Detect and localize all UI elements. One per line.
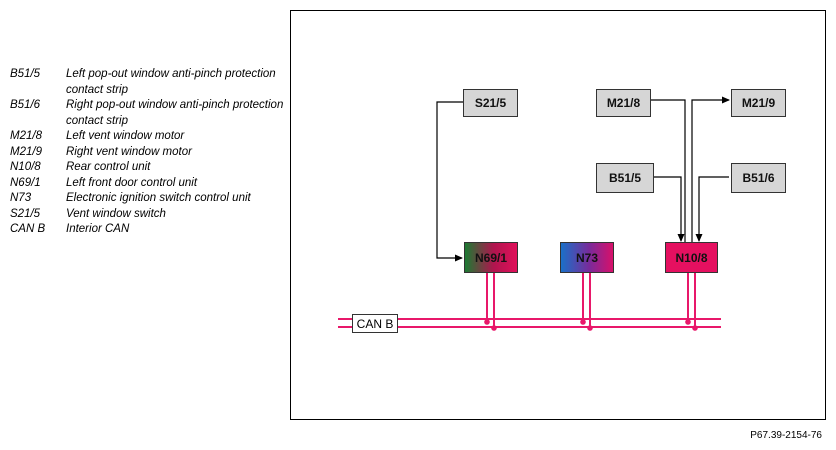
signal-wires <box>436 96 730 262</box>
junction-dot <box>587 325 593 331</box>
legend-code: B51/6 <box>10 99 41 111</box>
legend-row-n73: N73 Electronic ignition switch control u… <box>10 191 285 207</box>
legend-desc: Left pop-out window anti-pinch protectio… <box>66 68 276 96</box>
wire-s21-5-to-n69-1 <box>436 101 463 262</box>
bus-junctions <box>484 319 698 331</box>
wire-n10-8-to-m21-9 <box>691 96 730 242</box>
bus-drops <box>486 273 696 327</box>
legend-code: N73 <box>10 192 32 204</box>
legend: B51/5 Left pop-out window anti-pinch pro… <box>10 67 285 238</box>
legend-row-b51-6: B51/6 Right pop-out window anti-pinch pr… <box>10 98 285 129</box>
junction-dot <box>491 325 497 331</box>
legend-desc: Electronic ignition switch control unit <box>66 192 251 204</box>
n69-1-box: N69/1 <box>464 242 518 273</box>
legend-row-can-b: CAN B Interior CAN <box>10 222 285 238</box>
legend-row-b51-5: B51/5 Left pop-out window anti-pinch pro… <box>10 67 285 98</box>
junction-dot <box>685 319 691 325</box>
legend-code: CAN B <box>10 223 46 235</box>
n10-8-box: N10/8 <box>665 242 718 273</box>
junction-dot <box>484 319 490 325</box>
wire-b51-6-to-n10-8 <box>695 176 729 242</box>
m21-8-box: M21/8 <box>596 89 651 117</box>
m21-9-box: M21/9 <box>731 89 786 117</box>
legend-code: N10/8 <box>10 161 41 173</box>
can-bus <box>338 318 721 328</box>
legend-desc: Left vent window motor <box>66 130 185 142</box>
n73-box: N73 <box>560 242 614 273</box>
diagram-frame: S21/5 M21/8 M21/9 B51/5 B51/6 N69/1 N73 … <box>290 10 826 420</box>
legend-row-m21-8: M21/8 Left vent window motor <box>10 129 285 145</box>
junction-dot <box>692 325 698 331</box>
wire-b51-5-to-n10-8 <box>654 176 685 242</box>
junction-dot <box>580 319 586 325</box>
legend-row-s21-5: S21/5 Vent window switch <box>10 207 285 223</box>
legend-code: N69/1 <box>10 176 41 189</box>
s21-5-box: S21/5 <box>463 89 518 117</box>
legend-desc: Right vent window motor <box>66 145 192 158</box>
wire-n10-8-to-m21-8 <box>643 96 686 242</box>
legend-row-n10-8: N10/8 Rear control unit <box>10 160 285 176</box>
can-b-label: CAN B <box>352 314 398 333</box>
wiring-diagram <box>338 96 730 331</box>
legend-desc: Left front door control unit <box>66 176 198 189</box>
legend-desc: Vent window switch <box>66 207 166 220</box>
legend-row-n69-1: N69/1 Left front door control unit <box>10 176 285 192</box>
b51-6-box: B51/6 <box>731 163 786 193</box>
legend-code: S21/5 <box>10 207 41 220</box>
legend-desc: Interior CAN <box>66 223 130 235</box>
legend-code: M21/9 <box>10 145 42 158</box>
legend-desc: Right pop-out window anti-pinch protecti… <box>66 99 284 127</box>
legend-code: B51/5 <box>10 68 41 80</box>
legend-desc: Rear control unit <box>66 161 151 173</box>
legend-code: M21/8 <box>10 130 42 142</box>
legend-row-m21-9: M21/9 Right vent window motor <box>10 145 285 161</box>
b51-5-box: B51/5 <box>596 163 654 193</box>
figure-reference: P67.39-2154-76 <box>750 430 822 441</box>
